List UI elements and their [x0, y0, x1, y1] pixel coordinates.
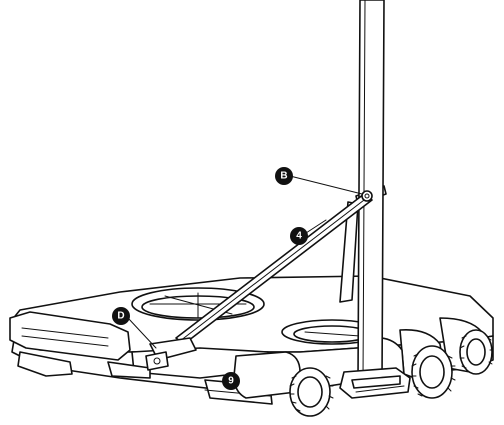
wheel-right [459, 329, 494, 375]
callout-b-label: B [280, 171, 287, 182]
callout-9-badge [222, 372, 240, 390]
callout-4-badge [290, 227, 308, 245]
support-brace [145, 190, 373, 371]
callout-b: B [275, 167, 293, 185]
callout-d-label: D [117, 311, 124, 322]
callout-b-badge [275, 167, 293, 185]
fill-opening [281, 319, 383, 345]
callout-4: 4 [290, 227, 308, 245]
wheels [289, 329, 494, 417]
callout-9: 9 [222, 372, 240, 390]
leader-lines [127, 175, 363, 349]
wheel-left [289, 367, 334, 417]
pole-base-bracket [339, 367, 411, 399]
main-pole [357, 0, 385, 381]
callout-9-label: 9 [228, 376, 234, 387]
callout-4-label: 4 [296, 231, 302, 242]
callout-d: D [112, 307, 130, 325]
callout-d-badge [112, 307, 130, 325]
wheel-middle [411, 345, 456, 399]
